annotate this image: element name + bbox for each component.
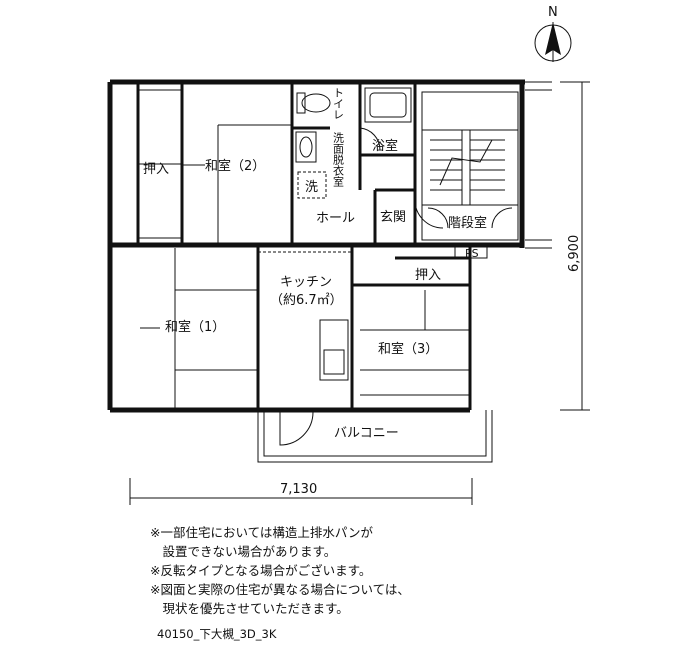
- dimension-depth-label: 6,900: [567, 235, 582, 272]
- outer-walls: [107, 79, 525, 413]
- ps-box: [454, 245, 488, 259]
- note-line: 現状を優先させていただきます。: [150, 601, 349, 616]
- label-oshiire-right: 押入: [415, 268, 441, 283]
- balcony-outline: [257, 410, 493, 463]
- label-hall: ホール: [316, 211, 355, 226]
- note-line: ※図面と実際の住宅が異なる場合については、: [150, 582, 410, 597]
- bathtub-icon: [364, 87, 412, 123]
- north-arrow-icon: [534, 22, 572, 62]
- note-line: ※反転タイプとなる場合がございます。: [150, 563, 372, 578]
- note-line: 設置できない場合があります。: [150, 544, 337, 559]
- label-kitchen: キッチン: [280, 275, 332, 290]
- note-line: ※一部住宅においては構造上排水パンが: [150, 525, 373, 540]
- washer-space: [297, 171, 327, 199]
- notes: ※一部住宅においては構造上排水パンが 設置できない場合があります。 ※反転タイプ…: [150, 523, 410, 618]
- label-kitchen-size: （約6.7㎡）: [270, 293, 343, 308]
- label-washitsu2: 和室（2）: [205, 158, 265, 174]
- label-senmen: 洗面脱衣室: [332, 132, 345, 187]
- north-label: N: [548, 5, 558, 20]
- sink-icon: [295, 131, 317, 163]
- label-balcony: バルコニー: [334, 426, 399, 441]
- stairwell: [421, 91, 519, 241]
- dimension-width: [129, 478, 473, 505]
- label-sen: 洗: [305, 180, 318, 195]
- balcony-door-icon: [279, 411, 314, 446]
- label-washitsu3: 和室（3）: [378, 341, 438, 357]
- wall-extensions: [525, 81, 552, 249]
- kitchen-counter: [319, 319, 349, 381]
- entrance-door-icon: [414, 199, 444, 229]
- dimension-depth: [560, 81, 590, 411]
- dimension-width-label: 7,130: [280, 482, 317, 497]
- label-ps: PS: [465, 247, 479, 260]
- plan-code: 40150_下大槻_3D_3K: [157, 627, 277, 641]
- toilet-icon: [296, 92, 331, 114]
- label-yokushitsu: 浴室: [372, 138, 398, 154]
- label-toilet: トイレ: [332, 87, 345, 120]
- label-genkan: 玄関: [380, 210, 406, 225]
- label-kaidanshitsu: 階段室: [448, 215, 487, 231]
- bath-door-icon: [359, 127, 381, 151]
- label-oshiire-left: 押入: [143, 162, 169, 177]
- label-washitsu1: 和室（1）: [165, 319, 225, 335]
- tatami-lines: [140, 124, 470, 410]
